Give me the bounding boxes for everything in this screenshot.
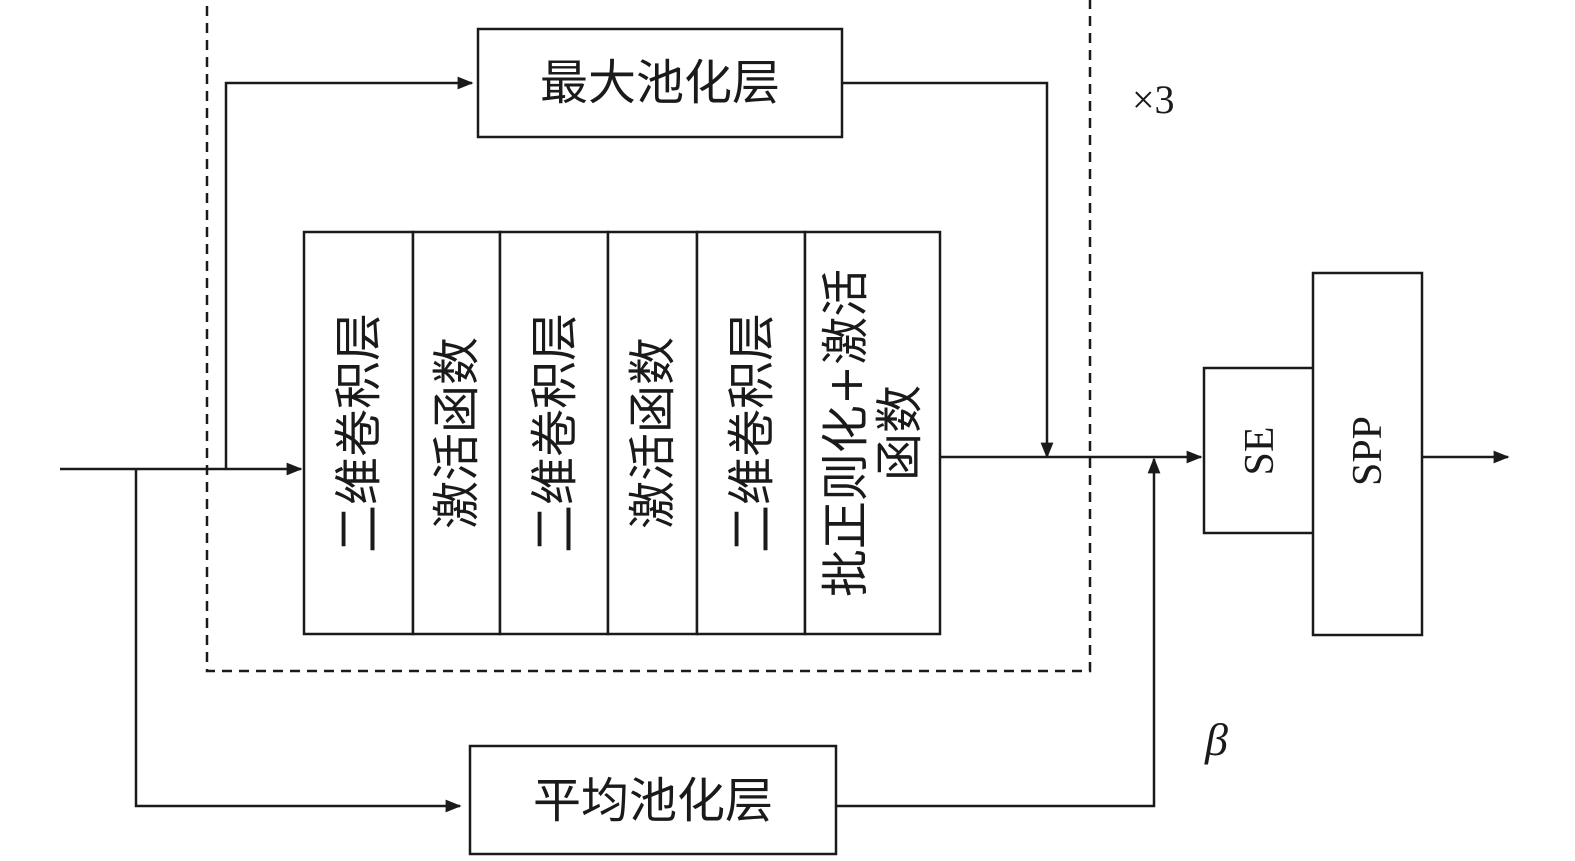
activation-label-1: 激活函数 (429, 337, 485, 529)
conv-block-1 (302, 230, 415, 636)
avg-pool-label: 平均池化层 (533, 773, 773, 829)
bn-activation-block (803, 230, 942, 636)
beta-label: β (1204, 714, 1228, 765)
repeat-region (205, 0, 1092, 673)
avg-pool-branch-line (134, 469, 462, 813)
activation-block-1 (411, 230, 502, 636)
activation-label-2: 激活函数 (625, 337, 681, 529)
conv-block-2 (498, 230, 610, 636)
conv-label-2: 二维卷积层 (527, 313, 583, 553)
conv-label-1: 二维卷积层 (331, 313, 387, 553)
spp-block (1311, 271, 1424, 637)
bn-activation-label-line1: 批正则化+激活 (818, 269, 874, 597)
conv-block-3 (695, 230, 807, 636)
activation-block-2 (606, 230, 699, 636)
spp-label: SPP (1345, 416, 1391, 486)
repeat-label: ×3 (1132, 77, 1175, 122)
avg-pool-return-line (836, 457, 1161, 808)
max-pool-return-line (842, 81, 1054, 459)
max-pool-label: 最大池化层 (540, 55, 780, 111)
conv-label-3: 二维卷积层 (724, 313, 780, 553)
max-pool-block (476, 27, 844, 139)
max-pool-branch-line (224, 76, 474, 469)
se-label: SE (1237, 426, 1283, 475)
avg-pool-block (468, 744, 838, 856)
bn-activation-label-line2: 函数 (872, 385, 928, 481)
